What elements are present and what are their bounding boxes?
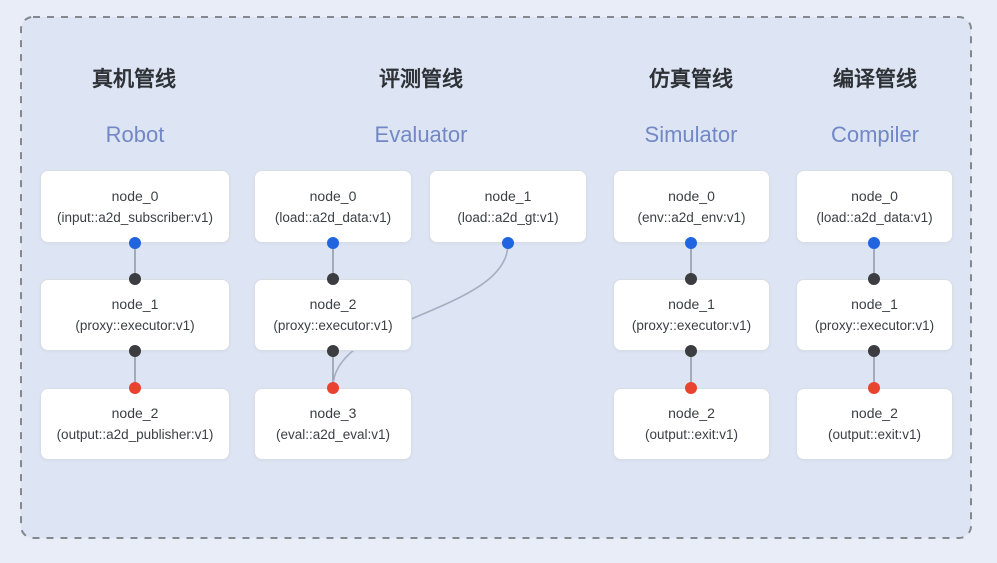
output-port-dot [327, 345, 339, 357]
node-robot-2: node_2 (output::a2d_publisher:v1) [40, 388, 230, 460]
node-type: (eval::a2d_eval:v1) [275, 427, 391, 442]
node-label: node_2 [309, 296, 357, 312]
node-type: (proxy::executor:v1) [631, 318, 752, 333]
final-input-port-dot [129, 382, 141, 394]
node-label: node_1 [851, 296, 898, 312]
node-label: node_2 [851, 405, 898, 421]
output-port-dot [129, 345, 141, 357]
node-type: (output::exit:v1) [644, 427, 739, 442]
input-port-dot [868, 273, 880, 285]
final-input-port-dot [868, 382, 880, 394]
output-port-dot [868, 237, 880, 249]
node-type: (load::a2d_data:v1) [274, 209, 392, 225]
node-type: (proxy::executor:v1) [75, 318, 195, 333]
node-type: (output::exit:v1) [827, 427, 922, 442]
node-compiler-0: node_0 (load::a2d_data:v1) [796, 170, 953, 243]
node-label: node_0 [668, 187, 715, 204]
input-port-dot [685, 273, 697, 285]
node-type: (load::a2d_gt:v1) [457, 209, 559, 225]
pipeline-title-en-simulator: Simulator [644, 122, 738, 147]
node-label: node_1 [484, 187, 532, 204]
node-type: (output::a2d_publisher:v1) [56, 427, 214, 442]
node-label: node_0 [111, 187, 159, 204]
pipeline-title-en-compiler: Compiler [830, 122, 920, 147]
final-input-port-dot [685, 382, 697, 394]
node-label: node_1 [668, 296, 715, 312]
node-simulator-0: node_0 (env::a2d_env:v1) [613, 170, 770, 243]
output-port-dot [685, 237, 697, 249]
pipeline-title-zh-compiler: 编译管线 [833, 68, 917, 91]
node-simulator-1: node_1 (proxy::executor:v1) [613, 279, 770, 351]
pipeline-title-en-evaluator: Evaluator [374, 122, 468, 147]
node-type: (input::a2d_subscriber:v1) [56, 209, 214, 225]
node-evaluator-2: node_2 (proxy::executor:v1) [254, 279, 412, 351]
pipeline-title-en-robot: Robot [105, 122, 165, 147]
pipeline-title-zh-robot: 真机管线 [92, 68, 176, 91]
output-port-dot [685, 345, 697, 357]
output-port-dot [327, 237, 339, 249]
final-input-port-dot [327, 382, 339, 394]
node-robot-1: node_1 (proxy::executor:v1) [40, 279, 230, 351]
node-label: node_1 [111, 296, 159, 312]
node-label: node_2 [111, 405, 159, 421]
node-type: (proxy::executor:v1) [814, 318, 935, 333]
output-port-dot [868, 345, 880, 357]
node-label: node_0 [309, 187, 357, 204]
node-evaluator-0: node_0 (load::a2d_data:v1) [254, 170, 412, 243]
node-robot-0: node_0 (input::a2d_subscriber:v1) [40, 170, 230, 243]
input-port-dot [129, 273, 141, 285]
pipeline-title-zh-simulator: 仿真管线 [649, 68, 733, 91]
node-compiler-2: node_2 (output::exit:v1) [796, 388, 953, 460]
node-compiler-1: node_1 (proxy::executor:v1) [796, 279, 953, 351]
node-evaluator-1: node_1 (load::a2d_gt:v1) [429, 170, 587, 243]
node-simulator-2: node_2 (output::exit:v1) [613, 388, 770, 460]
edge-gt-to-eval [332, 243, 509, 388]
output-port-dot [502, 237, 514, 249]
node-type: (load::a2d_data:v1) [816, 209, 933, 225]
output-port-dot [129, 237, 141, 249]
node-evaluator-3: node_3 (eval::a2d_eval:v1) [254, 388, 412, 460]
node-label: node_2 [668, 405, 715, 421]
input-port-dot [327, 273, 339, 285]
node-label: node_0 [851, 187, 898, 204]
node-type: (env::a2d_env:v1) [637, 209, 746, 225]
node-type: (proxy::executor:v1) [273, 318, 393, 333]
node-label: node_3 [309, 405, 357, 421]
pipeline-title-zh-evaluator: 评测管线 [379, 68, 463, 91]
